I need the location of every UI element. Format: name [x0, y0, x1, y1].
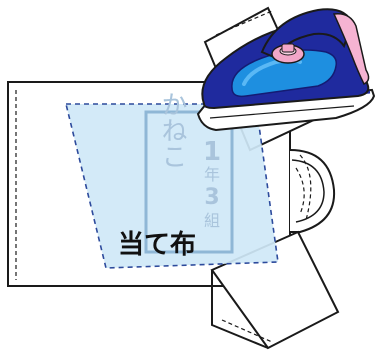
name-label-name: かねこ — [157, 91, 187, 169]
name-label-kumi: 組 — [204, 211, 220, 230]
pressing-cloth-caption: 当て布 — [118, 230, 196, 260]
name-label-class-number: 3 — [204, 185, 219, 210]
iron-icon — [196, 8, 375, 132]
name-label: 1 年 3 組 かねこ — [144, 91, 234, 254]
pressing-cloth — [64, 103, 279, 269]
name-label-nen: 年 — [204, 165, 220, 184]
shirt-collar — [289, 149, 336, 233]
name-label-class-prefix: 1 — [203, 137, 221, 167]
